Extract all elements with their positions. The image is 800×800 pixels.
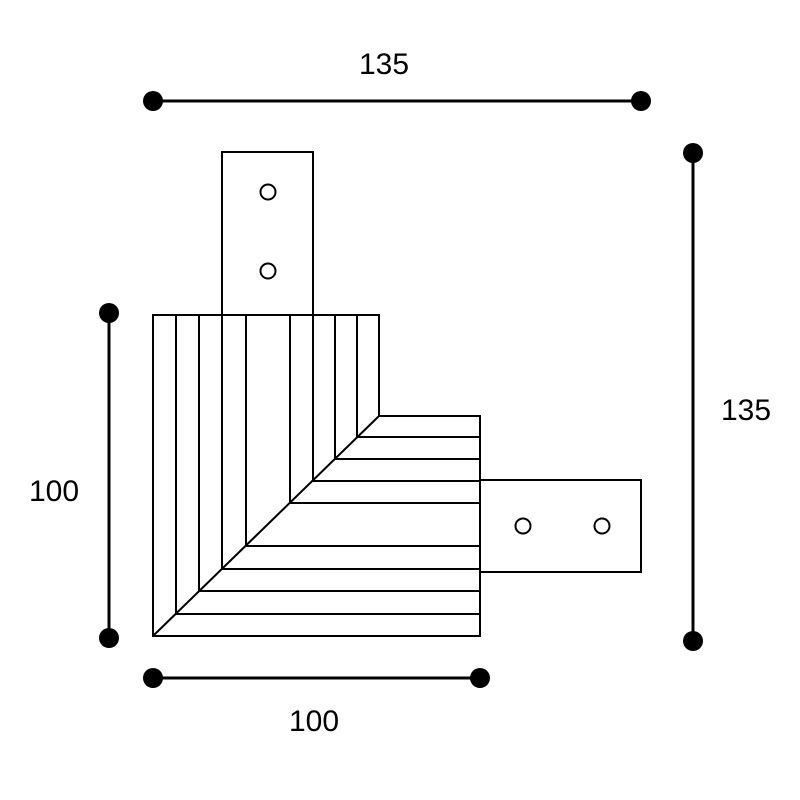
top-dimension-right-dot bbox=[631, 91, 651, 111]
top-plate-screw-hole-lower bbox=[259, 262, 277, 280]
right-dimension-bottom-dot bbox=[683, 631, 703, 651]
right-dimension: 135 bbox=[683, 143, 771, 651]
right-plate-screw-hole-right bbox=[593, 517, 611, 535]
top-dimension: 135 bbox=[143, 48, 651, 111]
right-mounting-plate bbox=[477, 479, 642, 573]
left-dimension-top-dot bbox=[99, 303, 119, 323]
right-plate-screw-hole-left bbox=[514, 517, 532, 535]
top-mounting-plate bbox=[221, 151, 314, 316]
top-dimension-left-dot bbox=[143, 91, 163, 111]
vertical-ribs bbox=[175, 315, 358, 614]
left-dimension: 100 bbox=[29, 303, 119, 648]
l-shaped-body bbox=[152, 314, 481, 637]
horizontal-ribs bbox=[176, 436, 480, 615]
bottom-dimension-left-dot bbox=[143, 668, 163, 688]
top-dimension-label: 135 bbox=[359, 48, 409, 81]
right-dimension-top-dot bbox=[683, 143, 703, 163]
left-dimension-label: 100 bbox=[29, 475, 79, 508]
left-dimension-bottom-dot bbox=[99, 628, 119, 648]
diagonal-seam bbox=[152, 415, 380, 637]
right-dimension-label: 135 bbox=[721, 394, 771, 427]
bottom-dimension: 100 bbox=[143, 668, 490, 738]
bottom-dimension-label: 100 bbox=[289, 705, 339, 738]
top-plate-screw-hole-upper bbox=[259, 183, 277, 201]
bottom-dimension-right-dot bbox=[470, 668, 490, 688]
